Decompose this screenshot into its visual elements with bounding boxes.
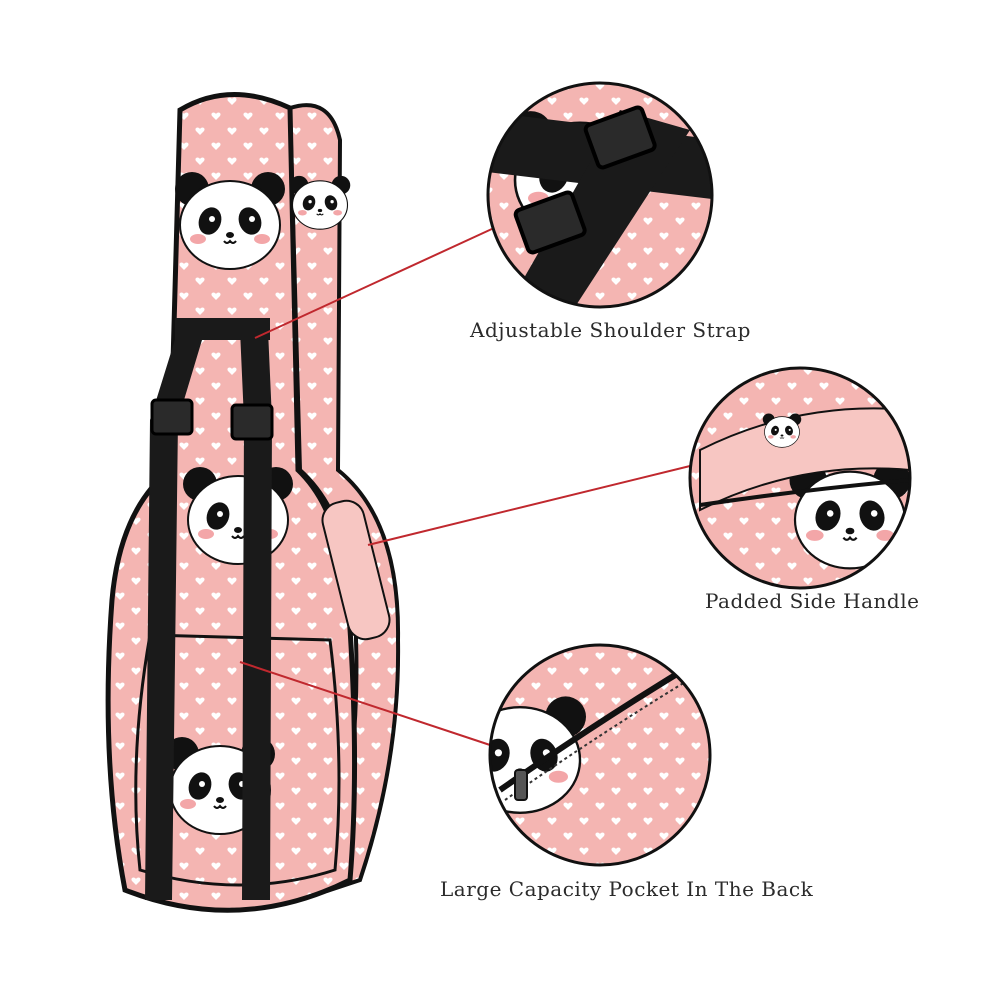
detail-handle [688,366,912,590]
shoulder-strap-right [240,330,272,900]
callout-line-pocket [239,661,491,746]
strap-buckle [150,398,194,436]
caption-shoulder-strap: Adjustable Shoulder Strap [470,318,751,342]
callout-line-handle [367,465,691,546]
caption-back-pocket: Large Capacity Pocket In The Back [440,877,814,901]
strap-buckle [230,403,274,441]
panda-face [182,466,294,565]
callout-line-strap [254,227,495,339]
caption-side-handle: Padded Side Handle [705,589,920,613]
detail-strap [486,81,714,309]
detail-pocket [488,643,712,867]
gig-bag [105,92,401,913]
shoulder-strap-left [145,330,205,900]
panda-face [289,175,351,230]
panda-face [174,171,286,270]
side-handle [321,499,391,641]
